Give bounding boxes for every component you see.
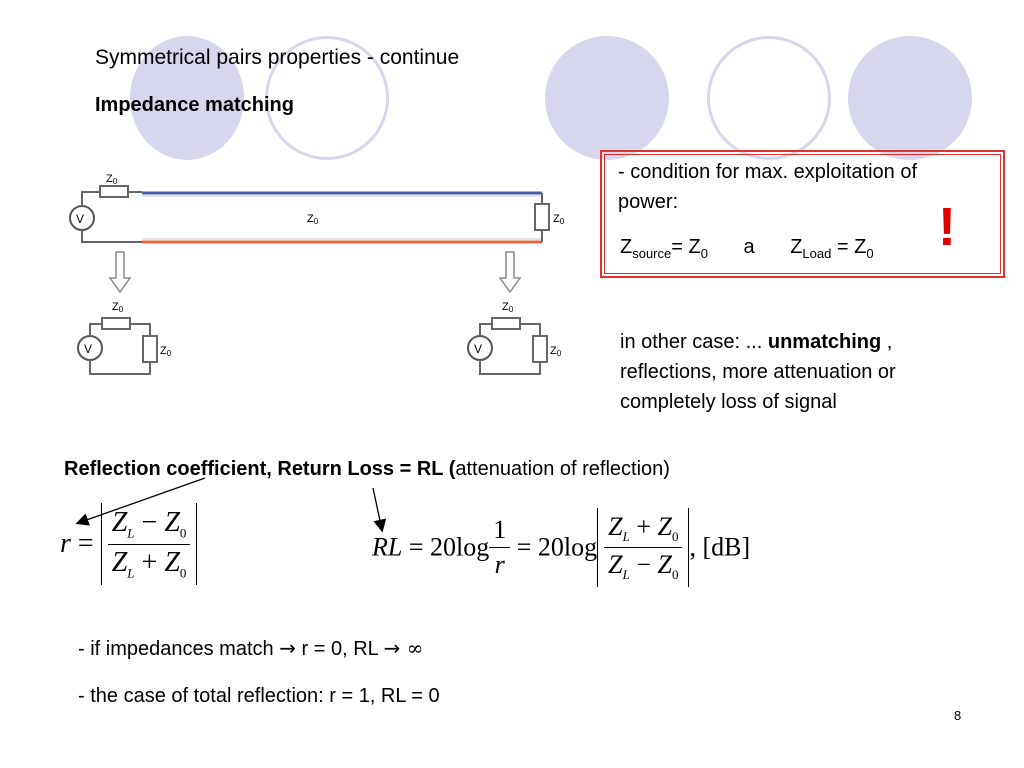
left-down-arrow-icon [108, 251, 132, 294]
slide-subtitle: Impedance matching [95, 94, 294, 116]
unmatching-line-2: reflections, more attenuation or [620, 361, 896, 383]
svg-text:Z0: Z0 [553, 213, 565, 226]
svg-text:Z0: Z0 [502, 301, 514, 314]
decor-circle-3 [545, 36, 669, 160]
decor-circle-4 [707, 36, 831, 160]
exclamation-mark: ! [938, 197, 956, 257]
right-arrow-icon: → [279, 636, 296, 660]
right-down-arrow-icon [498, 251, 522, 294]
right-arrow-icon: → [383, 636, 401, 660]
load-impedance-resistor [534, 203, 550, 231]
decor-circle-1 [130, 36, 244, 160]
page-number: 8 [954, 708, 962, 723]
bullet-impedance-match: - if impedances match → r = 0, RL → ∞ [78, 636, 424, 660]
reflection-coefficient-formula: r = ZL − Z0 ZL + Z0 [60, 503, 198, 586]
rl-pointer-arrow [372, 487, 387, 533]
matching-condition-equation: Zsource= Z0 a ZLoad = Z0 [620, 236, 874, 261]
transmission-line-diagram: V Z0 Z0 Z0 Z0 V Z0 Z0 V Z0 [69, 173, 565, 375]
reflection-heading: Reflection coefficient, Return Loss = RL… [64, 458, 670, 480]
left-equivalent-circuit: Z0 V Z0 [77, 301, 172, 375]
reflection-pointer-arrow [75, 477, 206, 526]
source-impedance-resistor [99, 185, 129, 198]
matching-condition-callout [600, 150, 1005, 278]
unmatching-line-1: in other case: ... unmatching , [620, 331, 893, 353]
decor-circle-5 [848, 36, 972, 160]
unmatching-line-3: completely loss of signal [620, 391, 837, 413]
callout-line-2: power: [618, 191, 679, 213]
svg-text:Z0: Z0 [112, 301, 124, 314]
svg-text:Z0: Z0 [550, 345, 562, 358]
line-impedance-label: Z0 [307, 213, 319, 226]
svg-text:V: V [474, 342, 482, 356]
infinity-symbol: ∞ [400, 636, 424, 660]
svg-text:Z0: Z0 [106, 173, 118, 186]
bullet-total-reflection: - the case of total reflection: r = 1, R… [78, 685, 440, 707]
right-equivalent-circuit: Z0 V Z0 [467, 301, 562, 375]
heading-pointer-arrows [75, 477, 387, 533]
svg-text:V: V [84, 342, 92, 356]
callout-line-1: - condition for max. exploitation of [618, 161, 918, 183]
decor-circle-2 [265, 36, 389, 160]
slide-title: Symmetrical pairs properties - continue [95, 46, 460, 69]
svg-text:Z0: Z0 [160, 345, 172, 358]
source-v-label: V [76, 212, 84, 226]
